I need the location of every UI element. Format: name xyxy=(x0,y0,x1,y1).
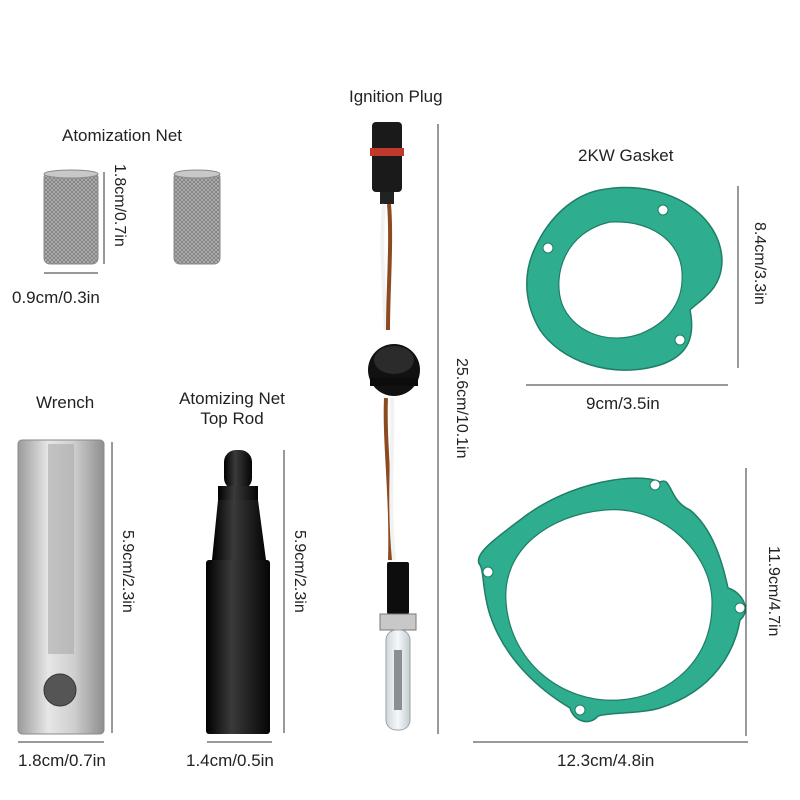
gasket-small-height-text: 8.4cm/3.3in xyxy=(751,222,768,305)
atomization-net-right xyxy=(173,169,221,265)
net-height-text: 1.8cm/0.7in xyxy=(111,164,128,247)
ignition-plug-label: Ignition Plug xyxy=(349,87,443,106)
atomizing-net-top-rod xyxy=(206,450,270,734)
gasket-small xyxy=(526,186,723,371)
rod-label-line1: Atomizing Net xyxy=(179,389,285,408)
atomization-net-label: Atomization Net xyxy=(62,126,182,145)
ignition-plug xyxy=(368,122,420,731)
gasket-2kw-label: 2KW Gasket xyxy=(578,146,674,165)
atomization-net-left xyxy=(43,169,99,265)
rod-height-text: 5.9cm/2.3in xyxy=(291,530,308,613)
gasket-large-height-text: 11.9cm/4.7in xyxy=(765,546,782,637)
wrench xyxy=(17,439,105,735)
plug-length-text: 25.6cm/10.1in xyxy=(453,358,470,459)
gasket-large xyxy=(477,477,746,723)
wrench-width-text: 1.8cm/0.7in xyxy=(18,751,106,770)
wrench-label: Wrench xyxy=(36,393,95,412)
gasket-large-width-text: 12.3cm/4.8in xyxy=(557,751,655,770)
gasket-small-width-text: 9cm/3.5in xyxy=(586,394,660,413)
atomizing-net-top-rod-label: Atomizing Net Top Rod xyxy=(162,389,302,428)
wrench-height-text: 5.9cm/2.3in xyxy=(119,530,136,613)
rod-width-text: 1.4cm/0.5in xyxy=(186,751,274,770)
net-width-text: 0.9cm/0.3in xyxy=(12,288,100,307)
rod-label-line2: Top Rod xyxy=(200,408,264,428)
